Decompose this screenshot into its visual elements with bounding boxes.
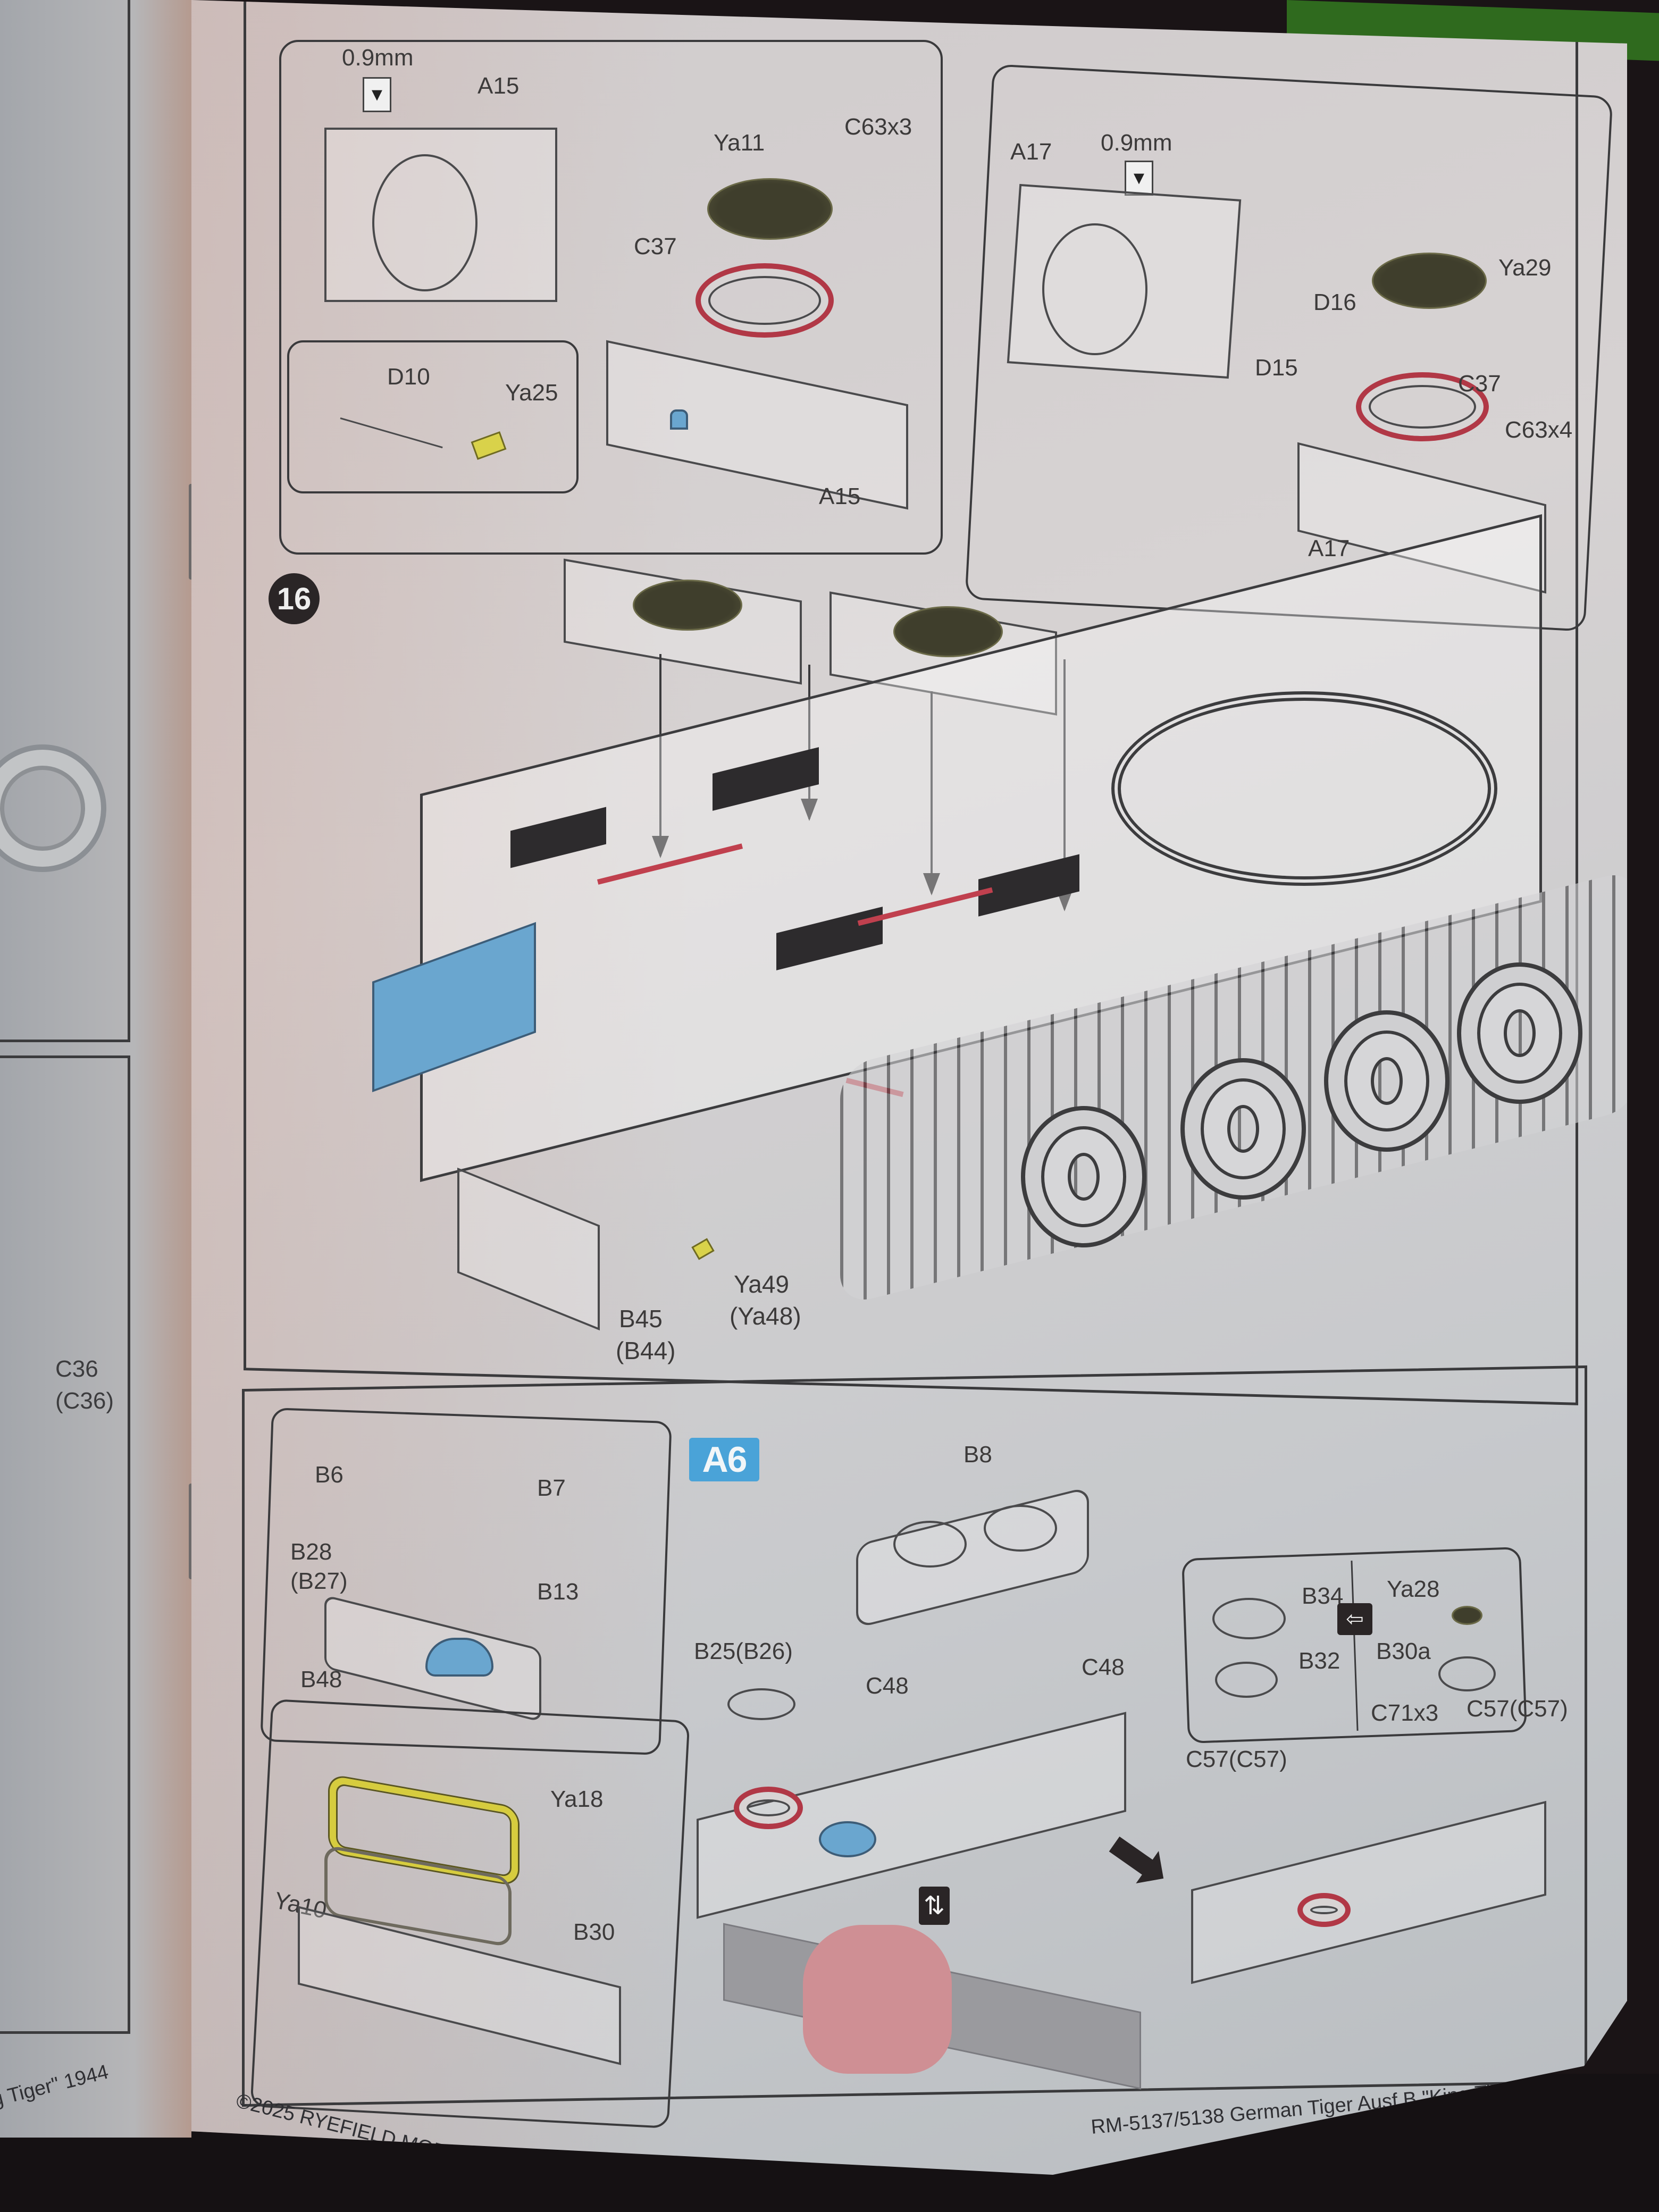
part-label-a17: A17 xyxy=(1010,139,1052,165)
part-label-b34: B34 xyxy=(1302,1583,1344,1609)
part-label-d16: D16 xyxy=(1313,289,1356,315)
step-number-badge: 16 xyxy=(269,573,320,624)
road-wheel-drawing xyxy=(0,744,106,872)
part-label-c57: C57(C57) xyxy=(1186,1746,1287,1772)
periscope-dome xyxy=(893,1521,967,1568)
part-label-a17-bottom: A17 xyxy=(1308,535,1350,562)
assembly-arrow xyxy=(801,665,818,821)
part-label-b30a: B30a xyxy=(1376,1638,1431,1664)
part-label-d15: D15 xyxy=(1255,355,1298,381)
hatch-mesh xyxy=(893,606,1003,657)
subcallout-d10 xyxy=(287,340,579,493)
part-label-d10: D10 xyxy=(387,364,430,390)
ring-b32 xyxy=(1215,1662,1278,1698)
hatch-mesh xyxy=(633,580,742,631)
drill-icon: ▼ xyxy=(363,77,391,112)
part-label-b45: B45 xyxy=(619,1305,663,1333)
part-label-b30: B30 xyxy=(573,1919,615,1945)
part-label-b6: B6 xyxy=(315,1462,343,1488)
previous-step-frame xyxy=(0,1055,130,2034)
blue-highlight-part xyxy=(670,409,688,430)
red-ring-part xyxy=(1297,1893,1351,1927)
road-wheel xyxy=(1457,962,1582,1104)
periscope-dome xyxy=(984,1505,1057,1552)
part-label-c63x4: C63x4 xyxy=(1505,417,1573,443)
part-label-c63x3: C63x3 xyxy=(844,114,912,140)
mesh-screen-ya11 xyxy=(707,178,833,240)
part-label-b32: B32 xyxy=(1298,1648,1340,1674)
mesh-ya28 xyxy=(1452,1606,1482,1625)
part-label-b25-b26: B25(B26) xyxy=(694,1638,793,1664)
road-wheel xyxy=(1324,1010,1449,1152)
part-label-b44: (B44) xyxy=(616,1337,676,1364)
swap-arrow-icon: ⇦ xyxy=(1337,1603,1372,1635)
part-label-b8: B8 xyxy=(963,1442,992,1468)
hatch-opening xyxy=(1042,223,1147,355)
part-label-c57: C57(C57) xyxy=(1467,1696,1568,1722)
part-label-ya11: Ya11 xyxy=(714,130,765,156)
drill-icon: ▼ xyxy=(1125,161,1153,196)
red-ring-part xyxy=(734,1787,803,1829)
part-label-c48: C48 xyxy=(866,1673,909,1699)
disc-b25 xyxy=(727,1688,795,1720)
variant-badge-a6: A6 xyxy=(689,1438,759,1481)
instruction-page: 0.9mm ▼ A15 Ya11 C63x3 C37 A15 D10 Ya25 … xyxy=(191,0,1627,2175)
assembly-arrow xyxy=(923,691,940,895)
part-label-c37: C37 xyxy=(634,233,677,259)
hatch-opening xyxy=(372,154,477,291)
road-wheel xyxy=(1180,1058,1306,1200)
part-label-b27: (B27) xyxy=(290,1568,348,1594)
previous-step-frame xyxy=(0,0,130,1042)
part-label-ya29: Ya29 xyxy=(1498,255,1552,281)
part-label-a15-bottom: A15 xyxy=(819,483,861,509)
part-label-ya28: Ya28 xyxy=(1387,1576,1440,1602)
ring-b30a xyxy=(1438,1656,1496,1691)
part-label-b13: B13 xyxy=(537,1579,579,1605)
mesh-screen-ya29 xyxy=(1372,253,1487,309)
part-label-c36: C36 xyxy=(55,1356,98,1382)
drill-size-label: 0.9mm xyxy=(1101,130,1172,156)
part-label-c37: C37 xyxy=(1458,371,1501,397)
road-wheel xyxy=(1021,1106,1146,1247)
part-label-a15: A15 xyxy=(477,73,520,99)
part-label-ya18: Ya18 xyxy=(550,1786,604,1812)
part-label-c71x3: C71x3 xyxy=(1371,1700,1439,1726)
part-label-c48: C48 xyxy=(1082,1654,1125,1680)
part-label-b7: B7 xyxy=(537,1475,566,1501)
blue-dome-part xyxy=(425,1638,493,1677)
blue-disc-part xyxy=(819,1821,876,1857)
part-label-ya49: Ya49 xyxy=(734,1270,790,1298)
part-label-ya48: (Ya48) xyxy=(730,1302,801,1330)
part-label-b28: B28 xyxy=(290,1539,332,1565)
assembly-arrow xyxy=(652,654,669,858)
ring-c37 xyxy=(1356,372,1489,441)
turret-ring xyxy=(1111,691,1497,886)
underside-highlighted-part xyxy=(803,1925,952,2074)
part-label-b48: B48 xyxy=(300,1666,342,1692)
part-label-c36-alt: (C36) xyxy=(55,1388,114,1414)
drill-size-label: 0.9mm xyxy=(342,45,414,71)
part-label-ya25: Ya25 xyxy=(505,380,558,406)
ring-c37 xyxy=(696,263,834,338)
previous-page: C36 (C36) g Tiger" 1944 xyxy=(0,0,191,2138)
previous-page-footer: g Tiger" 1944 xyxy=(0,2060,111,2112)
disc-b34 xyxy=(1212,1598,1286,1639)
flip-icon: ⇅ xyxy=(919,1887,950,1925)
